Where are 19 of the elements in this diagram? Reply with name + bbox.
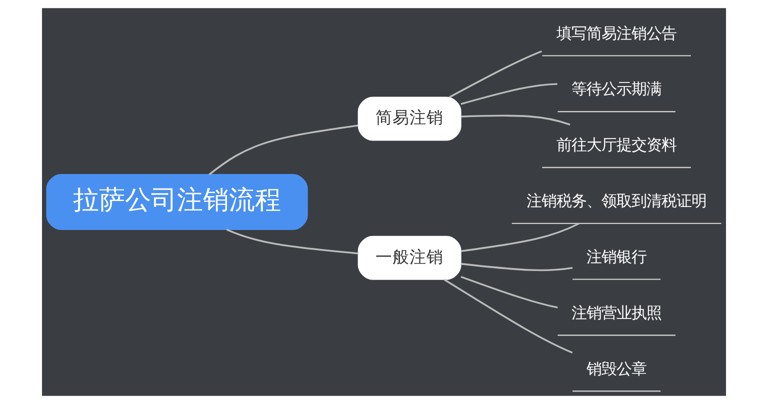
node-text: 注销银行 — [586, 248, 647, 266]
node-text: 填写简易注销公告 — [556, 24, 677, 42]
node-box: 拉萨公司注销流程 — [46, 174, 308, 230]
node-box: 一般注销 — [358, 236, 462, 280]
connector — [460, 83, 558, 105]
connector — [460, 222, 580, 252]
connector — [460, 262, 573, 272]
node-box: 简易注销 — [358, 96, 462, 141]
node-text: 销毁公章 — [586, 360, 647, 378]
connector — [460, 114, 570, 126]
connector — [226, 228, 358, 254]
connector — [444, 278, 573, 354]
node-text: 注销营业执照 — [572, 304, 662, 322]
node-text: 前往大厅提交资料 — [556, 136, 677, 154]
node-text: 等待公示期满 — [572, 80, 662, 98]
connector — [460, 276, 558, 308]
node-text: 注销税务、领取到清税证明 — [526, 192, 707, 210]
connector — [449, 50, 542, 98]
connector — [208, 124, 358, 176]
